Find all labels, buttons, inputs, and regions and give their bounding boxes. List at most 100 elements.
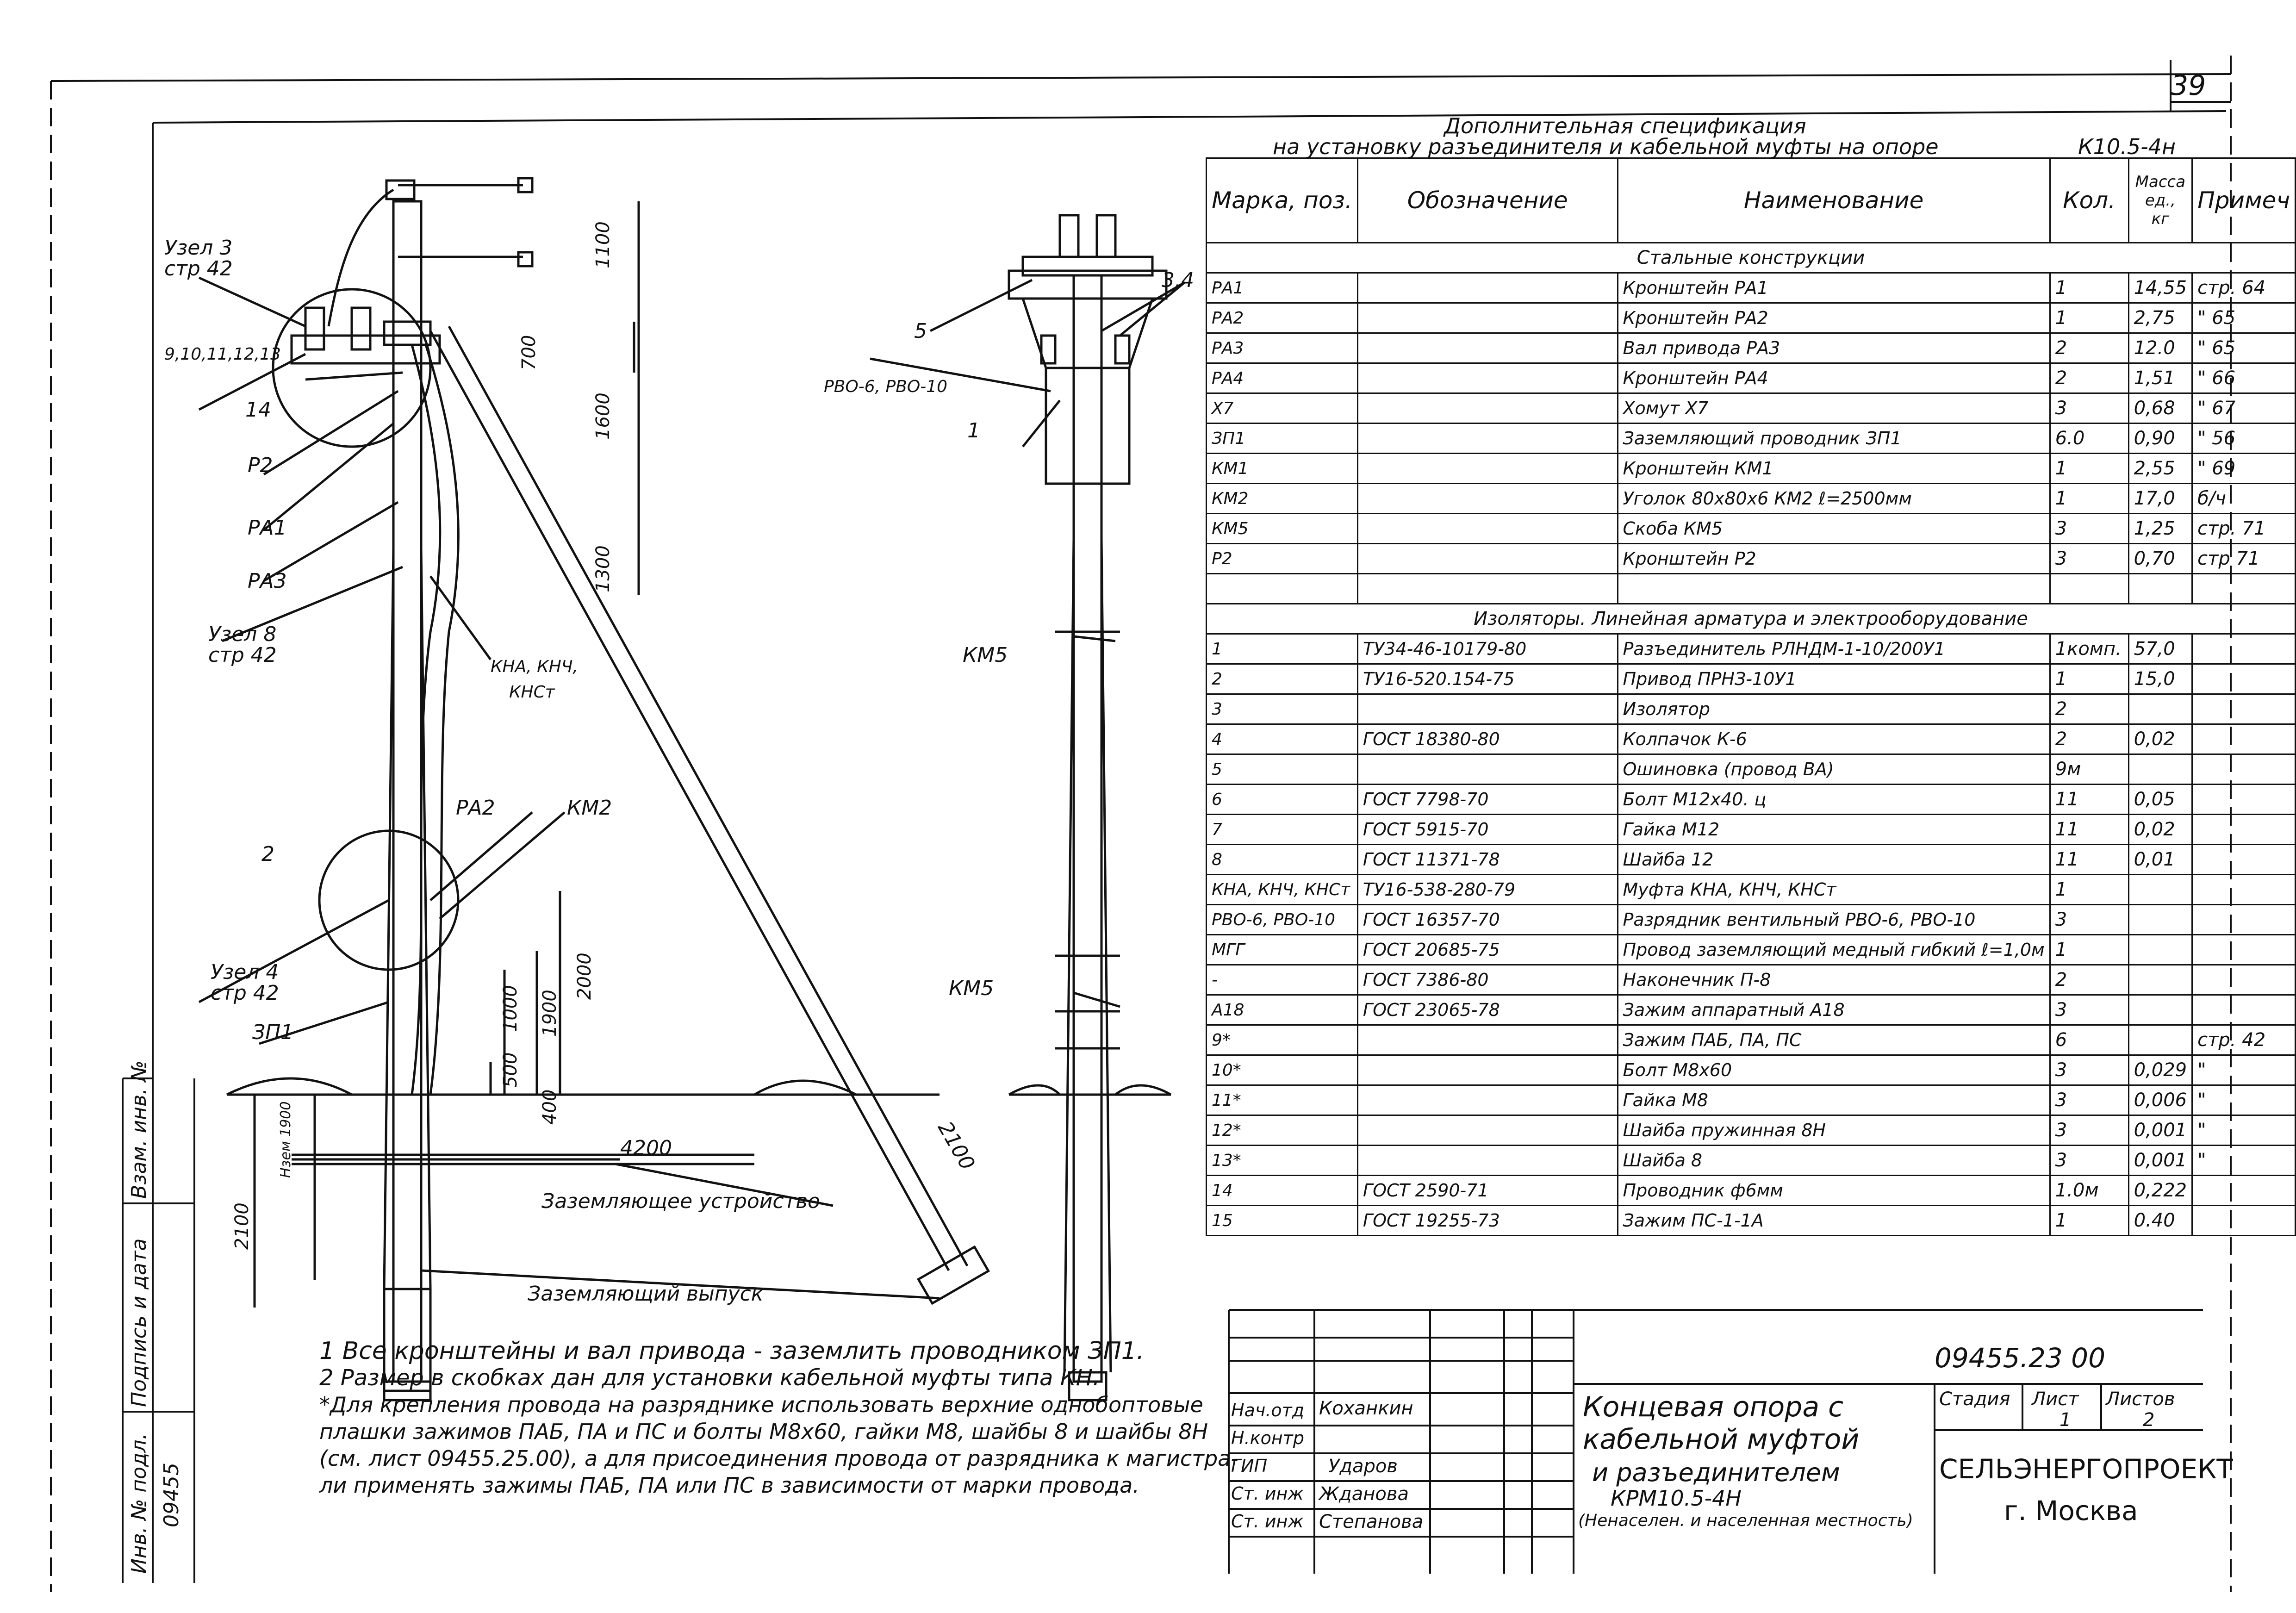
cell-qty: 1 [2049, 453, 2129, 484]
cell-note: " [2191, 1054, 2296, 1086]
cell-note [2191, 964, 2296, 996]
spec-table: Марка, поз. Обозначение Наименование Кол… [1206, 157, 2296, 1236]
title-line-3: и разъединителем [1592, 1458, 1840, 1487]
dim-2100-left: 2100 [231, 1202, 253, 1250]
cell-designation [1356, 693, 1618, 725]
dim-hzem: Нзем 1900 [278, 1101, 294, 1178]
cell-name: Хомут Х7 [1617, 392, 2051, 424]
title-line-4: КРМ10.5-4Н [1611, 1486, 1742, 1511]
cell-note: " 65 [2191, 332, 2296, 364]
dim-400: 400 [539, 1089, 560, 1125]
note-4: плашки зажимов ПАБ, ПА и ПС и болты М8х6… [319, 1419, 1208, 1444]
dim-1100: 1100 [592, 221, 614, 268]
label-uzel4: Узел 4 [211, 960, 279, 984]
cell-name: Колпачок К-6 [1617, 723, 2051, 755]
cell-mark: МГГ [1206, 934, 1358, 965]
cell-mass: 12.0 [2128, 332, 2193, 364]
cell-mass [2128, 994, 2193, 1026]
cell-mass: 0,02 [2128, 723, 2193, 755]
cell-mark: Р2 [1206, 543, 1358, 574]
stamp-sign: Подпись и дата [127, 1238, 151, 1407]
cell-qty: 3 [2049, 543, 2129, 574]
cell-qty: 3 [2049, 513, 2129, 544]
cell-note [2191, 874, 2296, 905]
cell-designation [1356, 513, 1618, 544]
org-city: г. Москва [2004, 1495, 2138, 1526]
cell-mass: 57,0 [2128, 633, 2193, 665]
stamp-code: 09455 [160, 1463, 183, 1527]
label-rvo: РВО-6, РВО-10 [824, 377, 948, 396]
cell-mass [2128, 874, 2193, 905]
note-6: ли применять зажимы ПАБ, ПА или ПС в зав… [319, 1473, 1139, 1498]
cell-mass: 0,05 [2128, 784, 2193, 815]
table-row [1206, 573, 2296, 604]
dim-500: 500 [500, 1052, 521, 1088]
cell-name: Заземляющий проводник ЗП1 [1617, 423, 2051, 454]
cell-note [2191, 904, 2296, 935]
cell-designation: ГОСТ 7386-80 [1356, 964, 1618, 996]
stamp-vzam: Взам. инв. № [127, 1060, 151, 1199]
cell-designation [1356, 392, 1618, 424]
note-3: *Для крепления провода на разряднике исп… [319, 1392, 1203, 1417]
cell-mass: 0.40 [2128, 1205, 2193, 1236]
cell-qty: 6 [2049, 1024, 2129, 1056]
label-1: 1 [967, 419, 980, 442]
dim-1000: 1000 [500, 985, 521, 1032]
cell-qty [2049, 573, 2129, 604]
cell-qty: 3 [2049, 1145, 2129, 1176]
label-14: 14 [245, 398, 271, 422]
cell-mass: 1,51 [2128, 362, 2193, 394]
cell-qty: 1 [2049, 663, 2129, 695]
cell-name: Кронштейн РА2 [1617, 302, 2051, 334]
cell-name: Скоба КМ5 [1617, 513, 2051, 544]
title-line-2: кабельной муфтой [1583, 1423, 1860, 1456]
cell-mark: 9* [1206, 1024, 1358, 1056]
cell-mark: КМ1 [1206, 453, 1358, 484]
title-line-5: (Ненаселен. и населенная местность) [1578, 1511, 1913, 1530]
cell-note [2191, 994, 2296, 1026]
page-number: 39 [2171, 69, 2206, 102]
cell-name: Ошиновка (провод ВА) [1617, 754, 2051, 785]
cell-mass: 0,006 [2128, 1084, 2193, 1116]
name-2: Ударов [1328, 1456, 1398, 1477]
cell-qty: 2 [2049, 362, 2129, 394]
cell-note [2191, 784, 2296, 815]
cell-mass [2128, 1024, 2193, 1056]
cell-mass [2128, 964, 2193, 996]
sheet-label: Лист [2032, 1389, 2079, 1410]
cell-note [2191, 754, 2296, 785]
cell-designation: ТУ16-520.154-75 [1356, 663, 1618, 695]
cell-mark: 3 [1206, 693, 1358, 725]
cell-designation [1356, 1145, 1618, 1176]
cell-qty: 1 [2049, 302, 2129, 334]
header-mark: Марка, поз. [1206, 157, 1358, 243]
label-nums: 9,10,11,12,13 [164, 345, 281, 364]
cell-note: стр. 64 [2191, 272, 2296, 304]
label-str42b: стр 42 [208, 643, 277, 667]
cell-mark: КМ2 [1206, 483, 1358, 514]
cell-designation: ГОСТ 23065-78 [1356, 994, 1618, 1026]
cell-mass: 0,90 [2128, 423, 2193, 454]
cell-qty: 3 [2049, 994, 2129, 1026]
cell-mark: РА2 [1206, 302, 1358, 334]
cell-mark: 6 [1206, 784, 1358, 815]
label-pa1: РА1 [248, 516, 287, 540]
cell-mass: 0,68 [2128, 392, 2193, 424]
cell-qty: 2 [2049, 332, 2129, 364]
label-str42a: стр 42 [164, 257, 233, 280]
cell-note [2191, 814, 2296, 845]
label-zaz-ustr: Заземляющее устройство [541, 1190, 821, 1213]
